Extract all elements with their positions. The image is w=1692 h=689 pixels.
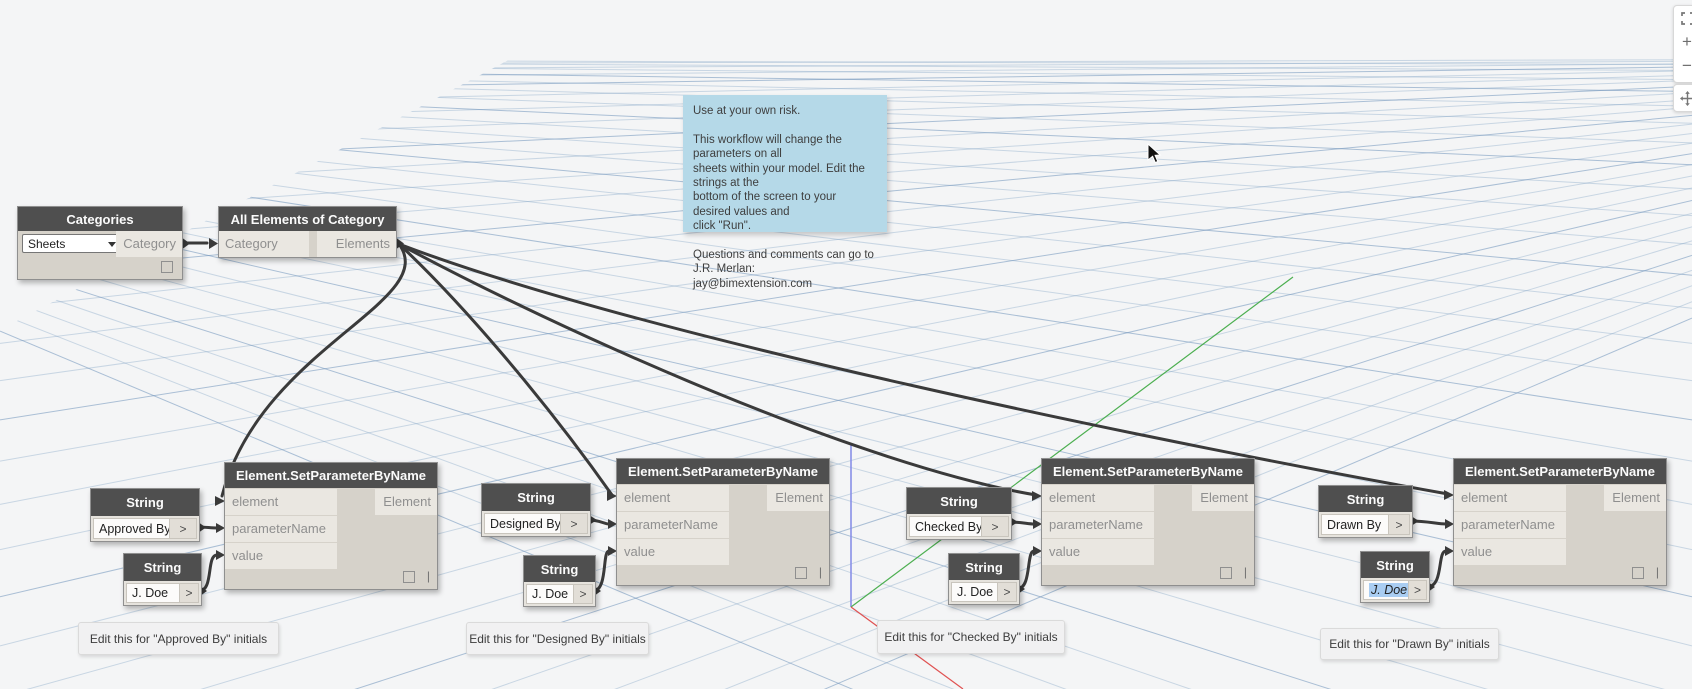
- lacing-indicator[interactable]: |: [1243, 565, 1247, 579]
- pan-toolbar: [1673, 84, 1692, 112]
- string-input-drawn-by[interactable]: Drawn By: [1321, 514, 1389, 535]
- node-string-jdoe-2[interactable]: String J. Doe >: [523, 555, 596, 607]
- port-value[interactable]: value: [225, 543, 337, 569]
- node-string-jdoe-1[interactable]: String J. Doe >: [123, 553, 202, 606]
- node-string-approved-by[interactable]: String Approved By >: [90, 488, 200, 542]
- zoom-toolbar: + −: [1673, 5, 1692, 83]
- port-element-out[interactable]: Element: [767, 485, 829, 511]
- port-value[interactable]: value: [1042, 539, 1154, 565]
- node-string-jdoe-3[interactable]: String J. Doe >: [948, 553, 1020, 605]
- node-setparam-4[interactable]: Element.SetParameterByName element param…: [1453, 458, 1667, 586]
- fit-view-icon: [1680, 11, 1692, 25]
- node-string-jdoe-4[interactable]: String J. Doe >: [1360, 551, 1430, 603]
- node-string-drawn-by[interactable]: String Drawn By >: [1318, 485, 1413, 538]
- node-string-designed-by[interactable]: String Designed By >: [481, 483, 591, 537]
- wire-elements-to-setparam-2[interactable]: [397, 242, 614, 497]
- port-element[interactable]: element: [617, 485, 729, 511]
- node-string-checked-by[interactable]: String Checked By >: [906, 487, 1012, 540]
- port-element-out[interactable]: Element: [1192, 485, 1254, 511]
- categories-preview-checkbox[interactable]: [161, 261, 173, 273]
- wire-string3-parametername[interactable]: [1007, 520, 1036, 526]
- port-value[interactable]: value: [1454, 539, 1566, 565]
- string-expand-button[interactable]: >: [982, 516, 1009, 537]
- node-setparam-3[interactable]: Element.SetParameterByName element param…: [1041, 458, 1255, 586]
- string-node-title: String: [482, 484, 590, 511]
- string-input-jdoe-1[interactable]: J. Doe: [126, 583, 180, 603]
- preview-checkbox[interactable]: [1220, 567, 1232, 579]
- chevron-down-icon: [108, 242, 116, 247]
- string-input-designed-by[interactable]: Designed By: [484, 513, 561, 534]
- string-node-title: String: [124, 554, 201, 581]
- setparam-title: Element.SetParameterByName: [1042, 459, 1254, 484]
- setparam-title: Element.SetParameterByName: [225, 463, 437, 488]
- wire-string2-parametername[interactable]: [586, 518, 611, 526]
- string-expand-button[interactable]: >: [574, 584, 593, 604]
- caption-approved-by[interactable]: Edit this for "Approved By" initials: [78, 622, 279, 655]
- string-input-jdoe-4-selected[interactable]: J. Doe: [1363, 580, 1409, 600]
- string-node-title: String: [91, 489, 199, 516]
- node-all-elements-of-category[interactable]: All Elements of Category Category Elemen…: [218, 206, 397, 258]
- port-element-out[interactable]: Element: [375, 489, 437, 515]
- zoom-in-button[interactable]: +: [1682, 32, 1692, 51]
- categories-dropdown-value: Sheets: [28, 236, 66, 251]
- setparam-title: Element.SetParameterByName: [617, 459, 829, 484]
- wire-elements-to-setparam-1[interactable]: [220, 242, 407, 498]
- all-elements-output-port[interactable]: Elements: [317, 231, 396, 257]
- pan-button[interactable]: [1674, 86, 1692, 110]
- port-element[interactable]: element: [225, 489, 337, 515]
- string-expand-button[interactable]: >: [1389, 514, 1410, 535]
- string-expand-button[interactable]: >: [998, 582, 1017, 602]
- node-categories-title: Categories: [18, 207, 182, 231]
- string-expand-button[interactable]: >: [170, 518, 197, 539]
- port-parametername[interactable]: parameterName: [617, 512, 729, 538]
- pan-icon: [1679, 90, 1692, 106]
- string-node-title: String: [1361, 552, 1429, 578]
- preview-checkbox[interactable]: [1632, 567, 1644, 579]
- string-input-jdoe-2[interactable]: J. Doe: [526, 584, 574, 604]
- string-node-title: String: [524, 556, 595, 582]
- preview-checkbox[interactable]: [795, 567, 807, 579]
- sticky-note[interactable]: Use at your own risk. This workflow will…: [683, 95, 887, 290]
- preview-checkbox[interactable]: [403, 571, 415, 583]
- port-parametername[interactable]: parameterName: [1042, 512, 1154, 538]
- string-node-title: String: [1319, 486, 1412, 512]
- wire-elements-to-setparam-4[interactable]: [397, 242, 1450, 496]
- string-expand-button[interactable]: >: [561, 513, 588, 534]
- node-setparam-2[interactable]: Element.SetParameterByName element param…: [616, 458, 830, 586]
- lacing-indicator[interactable]: |: [1655, 565, 1659, 579]
- mouse-cursor: [1147, 143, 1162, 164]
- setparam-title: Element.SetParameterByName: [1454, 459, 1666, 484]
- port-element[interactable]: element: [1042, 485, 1154, 511]
- string-input-checked-by[interactable]: Checked By: [909, 516, 982, 537]
- caption-designed-by[interactable]: Edit this for "Designed By" initials: [466, 622, 649, 655]
- port-parametername[interactable]: parameterName: [1454, 512, 1566, 538]
- string-expand-button[interactable]: >: [180, 583, 199, 603]
- string-node-title: String: [949, 554, 1019, 580]
- string-node-title: String: [907, 488, 1011, 514]
- string-expand-button[interactable]: >: [1409, 580, 1427, 600]
- zoom-out-button[interactable]: −: [1682, 56, 1692, 75]
- port-value[interactable]: value: [617, 539, 729, 565]
- wire-string1-parametername[interactable]: [195, 525, 219, 530]
- port-element-out[interactable]: Element: [1604, 485, 1666, 511]
- caption-drawn-by[interactable]: Edit this for "Drawn By" initials: [1320, 628, 1499, 660]
- lacing-indicator[interactable]: |: [818, 565, 822, 579]
- string-input-jdoe-3[interactable]: J. Doe: [951, 582, 998, 602]
- caption-checked-by[interactable]: Edit this for "Checked By" initials: [877, 620, 1065, 654]
- node-setparam-1[interactable]: Element.SetParameterByName element param…: [224, 462, 438, 590]
- wire-string4-parametername[interactable]: [1408, 519, 1448, 526]
- selected-text: J. Doe: [1369, 583, 1408, 597]
- string-input-approved-by[interactable]: Approved By: [93, 518, 170, 539]
- categories-output-port[interactable]: Category: [116, 231, 182, 257]
- fit-view-button[interactable]: [1674, 6, 1692, 30]
- categories-dropdown[interactable]: Sheets: [22, 234, 122, 253]
- all-elements-title: All Elements of Category: [219, 207, 396, 231]
- port-element[interactable]: element: [1454, 485, 1566, 511]
- node-categories[interactable]: Categories Sheets Category: [17, 206, 183, 280]
- lacing-indicator[interactable]: |: [426, 569, 430, 583]
- all-elements-input-port[interactable]: Category: [219, 231, 309, 257]
- port-parametername[interactable]: parameterName: [225, 516, 337, 542]
